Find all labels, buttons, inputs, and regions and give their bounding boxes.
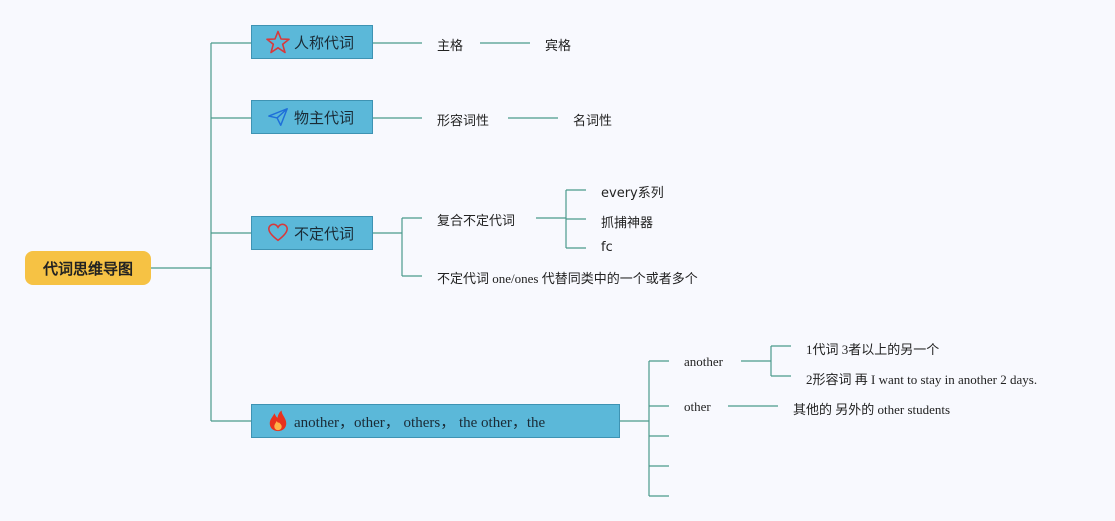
topic-indefinite-pronoun[interactable]: 不定代词 [251,216,373,250]
node-adjectival[interactable]: 形容词性 [437,114,490,129]
topic-another-other[interactable]: another，other， others， the other，the [251,404,620,438]
node-another-adjective[interactable]: 2形容词 再 I want to stay in another 2 days. [806,372,1038,387]
node-other-meaning[interactable]: 其他的 另外的 other students [793,402,951,417]
node-another[interactable]: another [684,354,723,369]
node-nominal[interactable]: 名词性 [573,114,613,129]
topic-label: 不定代词 [294,224,355,243]
topic-possessive-pronoun[interactable]: 物主代词 [251,100,373,134]
topic-personal-pronoun[interactable]: 人称代词 [251,25,373,59]
node-another-pronoun[interactable]: 1代词 3者以上的另一个 [806,342,940,357]
node-one-ones[interactable]: 不定代词 one/ones 代替同类中的一个或者多个 [437,271,698,286]
node-catcher[interactable]: 抓捕神器 [601,216,654,231]
node-compound-indefinite[interactable]: 复合不定代词 [437,214,516,229]
heart-icon [266,221,290,245]
topic-label: 物主代词 [294,108,355,127]
node-fc[interactable]: fc [601,240,613,255]
root-node[interactable]: 代词思维导图 [25,251,151,285]
topic-label: 人称代词 [294,33,355,52]
root-label: 代词思维导图 [42,259,133,278]
node-objective[interactable]: 宾格 [545,39,572,54]
node-every-series[interactable]: every系列 [601,186,664,201]
star-icon [266,30,290,54]
topic-label: another，other， others， the other，the [294,414,546,431]
paper-plane-icon [266,105,290,129]
node-other[interactable]: other [684,399,711,414]
node-nominative[interactable]: 主格 [437,39,464,54]
fire-icon [266,409,290,433]
